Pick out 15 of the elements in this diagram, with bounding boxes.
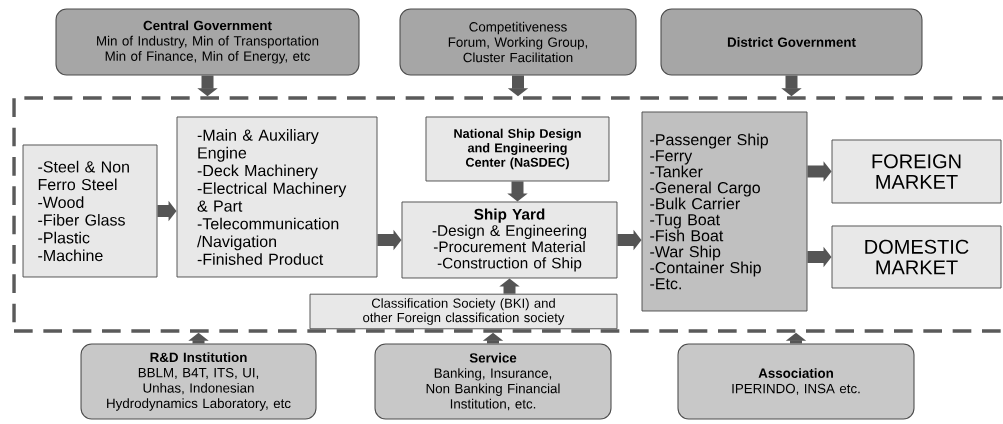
agency-box: District Government [660, 8, 923, 76]
agency-box: R&D Institution BBLM, B4T, ITS, UI, Unhas, Indonesian Hydrodynamics Laboratory, etc [80, 343, 317, 420]
agency-box: Service Banking, Insurance, Non Banking Financial Institution, etc. [374, 343, 612, 420]
dashed-frame [12, 96, 1003, 333]
process-box: -Steel & Non Ferro Steel -Wood -Fiber Glass -Plastic -Machine [22, 144, 158, 278]
process-box: National Ship Design and Engineering Center (NaSDEC) [425, 116, 610, 182]
market-box: DOMESTIC MARKET [831, 225, 1002, 289]
process-box: -Passenger Ship -Ferry -Tanker -General Cargo -Bulk Carrier -Tug Boat -Fish Boat -War Ship -Container Ship -Etc. [641, 111, 808, 312]
agency-box: Competitiveness Forum, Working Group, Cluster Facilitation [399, 8, 637, 76]
process-box: -Main & Auxiliary Engine -Deck Machinery -Electrical Machinery & Part -Telecommunication /Navigation -Finished Product [176, 116, 378, 278]
agency-box: Central Government Min of Industry, Min of Transportation Min of Finance, Min of Energy, etc [55, 8, 360, 76]
market-box: FOREIGN MARKET [831, 139, 1002, 204]
agency-box: Association IPERINDO, INSA etc. [677, 343, 915, 420]
process-box: Classification Society (BKI) and other Foreign classification society [309, 293, 618, 330]
process-box: Ship Yard -Design & Engineering -Procurement Material -Construction of Ship [401, 201, 618, 279]
